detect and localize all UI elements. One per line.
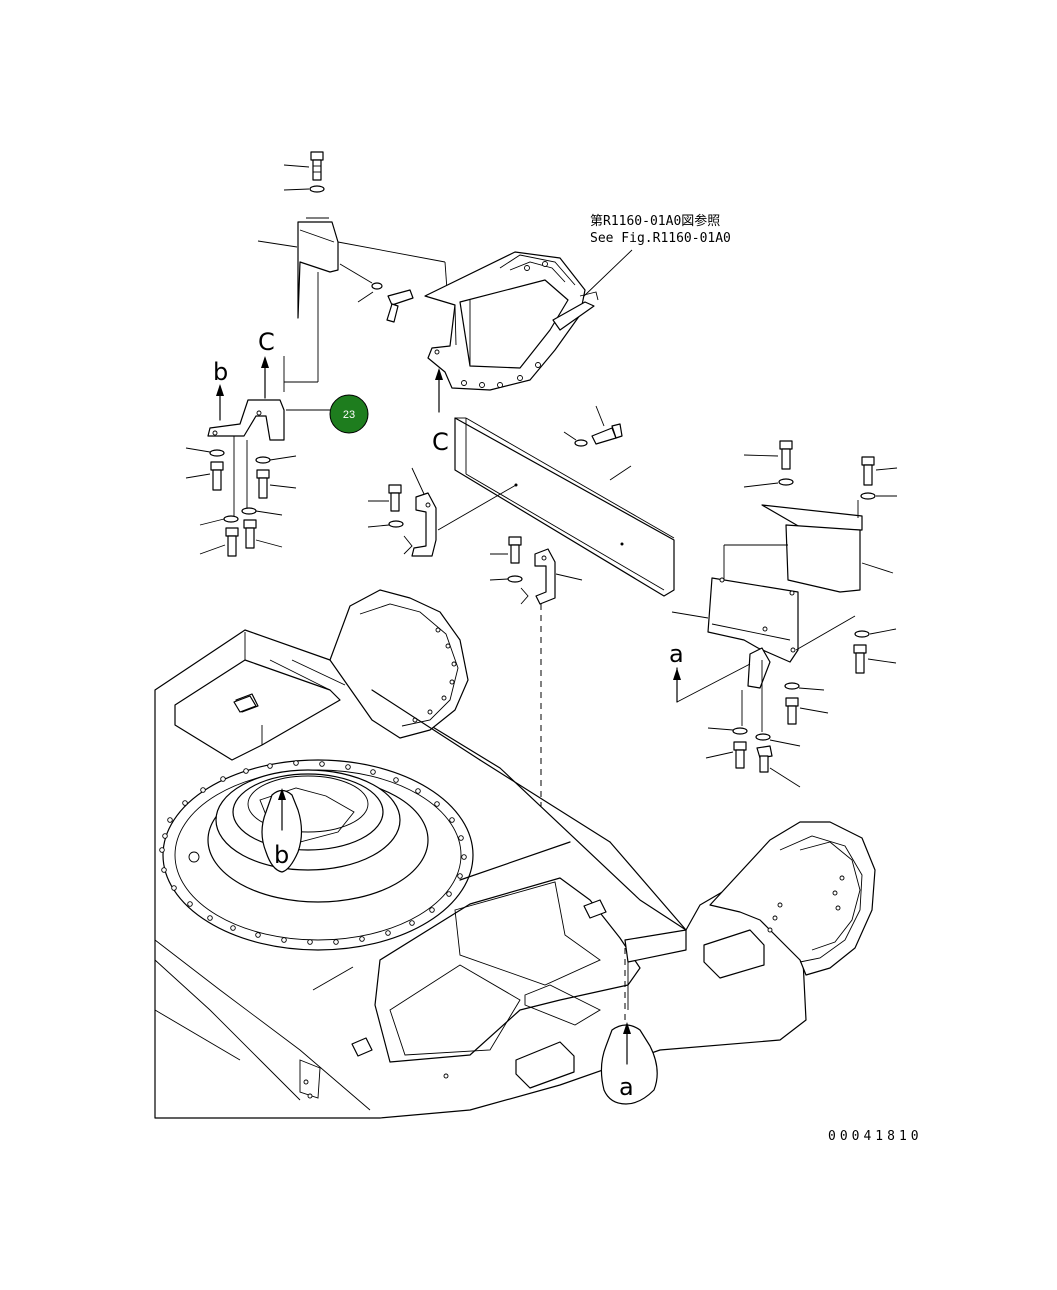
bolt-icon xyxy=(310,151,324,181)
callout-label: 23 xyxy=(343,409,355,421)
svg-text:C: C xyxy=(258,328,275,356)
view-marker-b-base: b xyxy=(261,788,303,873)
small-bracket-left xyxy=(367,467,437,557)
ring-bolt-holes xyxy=(159,760,467,945)
svg-text:b: b xyxy=(274,841,289,869)
fastener-stack-left xyxy=(185,436,297,557)
svg-text:a: a xyxy=(669,640,684,668)
view-marker-c-mid: C xyxy=(432,368,449,456)
washer-icon xyxy=(309,185,325,193)
reference-note-en: See Fig.R1160-01A0 xyxy=(590,231,731,246)
channel-beam xyxy=(437,405,675,597)
main-box-assembly xyxy=(424,251,599,391)
view-marker-a-right: a xyxy=(669,640,751,703)
svg-text:a: a xyxy=(619,1073,634,1101)
svg-text:C: C xyxy=(432,428,449,456)
drawing-number: 00041810 xyxy=(828,1129,923,1144)
small-bracket-center xyxy=(489,536,583,858)
svg-text:b: b xyxy=(213,358,228,386)
view-marker-b-top: b xyxy=(213,358,228,421)
upper-cover-assembly xyxy=(207,151,448,441)
callout-badge[interactable] xyxy=(329,394,369,434)
view-marker-a-base: a xyxy=(600,1022,658,1105)
reference-note: 第R1160-01A0図参照 See Fig.R1160-01A0 xyxy=(582,213,731,298)
main-frame xyxy=(154,589,876,1119)
callout-23[interactable]: 23 xyxy=(329,394,369,434)
right-cover-assembly xyxy=(671,440,898,788)
reference-note-jp: 第R1160-01A0図参照 xyxy=(590,213,720,229)
bolt-icon xyxy=(386,289,414,323)
view-marker-c-top: C xyxy=(258,328,275,399)
